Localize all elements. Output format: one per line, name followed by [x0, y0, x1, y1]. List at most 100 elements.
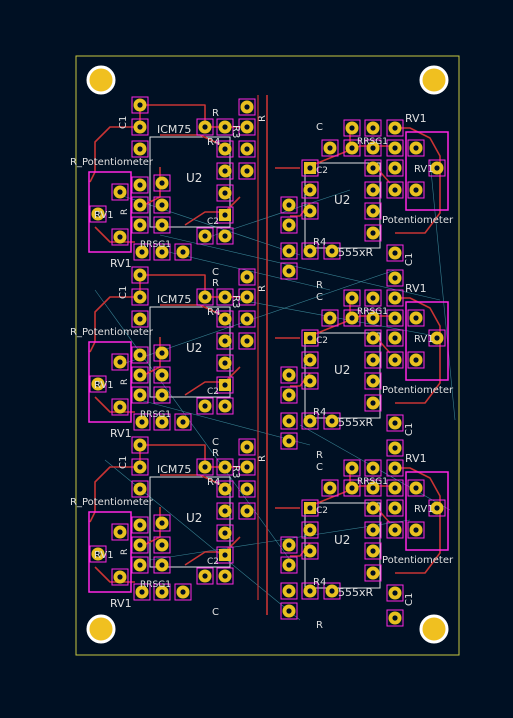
pad [216, 118, 234, 136]
pad [131, 266, 149, 284]
pad [386, 351, 404, 369]
cap-pad-label: C2 [316, 336, 328, 346]
resistor-ref-label: R [212, 448, 219, 459]
ratsnest-line [159, 234, 441, 301]
pad [216, 184, 234, 202]
pad [111, 353, 129, 371]
pad [386, 414, 404, 432]
pad [153, 514, 171, 532]
pad [386, 269, 404, 287]
cap-pad-label: C2 [207, 557, 219, 567]
left-circuit-block: U2ICM75RR4R3RC1CC2R_PotentiometerRV1RV1R… [70, 96, 268, 278]
ic-ref-label: U2 [186, 171, 202, 185]
pot-ref-label: RV1 [405, 282, 427, 295]
pad [364, 542, 382, 560]
ic-value-label: ICM75 [157, 123, 191, 136]
cap-ref-label: C [316, 122, 323, 133]
cap-pad-label: C2 [207, 217, 219, 227]
pad [174, 583, 192, 601]
pad [407, 479, 425, 497]
pad [174, 243, 192, 261]
ic-silkscreen [304, 332, 381, 419]
pad [343, 459, 361, 477]
pad [153, 344, 171, 362]
pad [111, 523, 129, 541]
pad [216, 332, 234, 350]
potentiometer-outline [88, 511, 132, 593]
pad [280, 582, 298, 600]
pad [321, 139, 339, 157]
pad [386, 181, 404, 199]
cap-ref-label: C [316, 462, 323, 473]
pad [364, 329, 382, 347]
pad [238, 118, 256, 136]
copper-trace [94, 566, 135, 583]
copper-trace [395, 127, 441, 234]
pad [280, 412, 298, 430]
cap-pad-label: C2 [316, 506, 328, 516]
potentiometer-outline [405, 471, 449, 551]
pad [196, 118, 214, 136]
pad [364, 351, 382, 369]
cap-ref-label: C [212, 437, 219, 448]
pad [153, 366, 171, 384]
mounting-hole [86, 65, 116, 95]
pad [111, 568, 129, 586]
pad [407, 351, 425, 369]
pad [323, 412, 341, 430]
resistor-ref-label: R4 [313, 237, 326, 248]
pad [386, 499, 404, 517]
pad [89, 375, 107, 393]
pad [386, 244, 404, 262]
pad [407, 309, 425, 327]
pad [343, 139, 361, 157]
board-outline [75, 55, 460, 656]
pad [364, 459, 382, 477]
mounting-hole [419, 65, 449, 95]
pad [153, 174, 171, 192]
pad [238, 288, 256, 306]
pad [386, 521, 404, 539]
ic-ref-label: U2 [334, 193, 350, 207]
pad [216, 288, 234, 306]
resistor-ref-label: R4 [313, 407, 326, 418]
pad [133, 413, 151, 431]
resistor-vertical-label: R [120, 549, 130, 555]
pad [428, 499, 446, 517]
ratsnest-line [139, 399, 311, 446]
pad [131, 386, 149, 404]
circuit-blocks: U2ICM75RR4R3RC1CC2R_PotentiometerRV1RV1R… [70, 96, 454, 631]
pad [131, 346, 149, 364]
connector-label: RRSG1 [140, 240, 171, 250]
copper-trace [184, 366, 241, 396]
pad [131, 436, 149, 454]
pad [364, 181, 382, 199]
pot-value-label: R_Potentiometer [70, 327, 154, 338]
pad [196, 567, 214, 585]
pad [238, 332, 256, 350]
pad [386, 609, 404, 627]
pad [131, 176, 149, 194]
pad [174, 413, 192, 431]
pad [216, 458, 234, 476]
resistor-ref-label: R [212, 278, 219, 289]
resistor-vertical-label: R [257, 455, 268, 462]
pad [301, 499, 319, 517]
ratsnest-line [159, 249, 331, 291]
pad [153, 583, 171, 601]
pad [153, 386, 171, 404]
ratsnest-line [429, 159, 456, 421]
pad [216, 310, 234, 328]
cap-ref-label: C [316, 292, 323, 303]
pad [238, 268, 256, 286]
pad [111, 228, 129, 246]
pad [364, 564, 382, 582]
left-circuit-block: U2ICM75RR4R3RC1CC2R_PotentiometerRV1RV1R… [70, 266, 268, 448]
pad [133, 243, 151, 261]
pad [111, 398, 129, 416]
pad [280, 432, 298, 450]
copper-trace [184, 536, 241, 566]
pad [364, 309, 382, 327]
connector-label: RRSG1 [357, 137, 388, 147]
potentiometer-outline [405, 301, 449, 381]
